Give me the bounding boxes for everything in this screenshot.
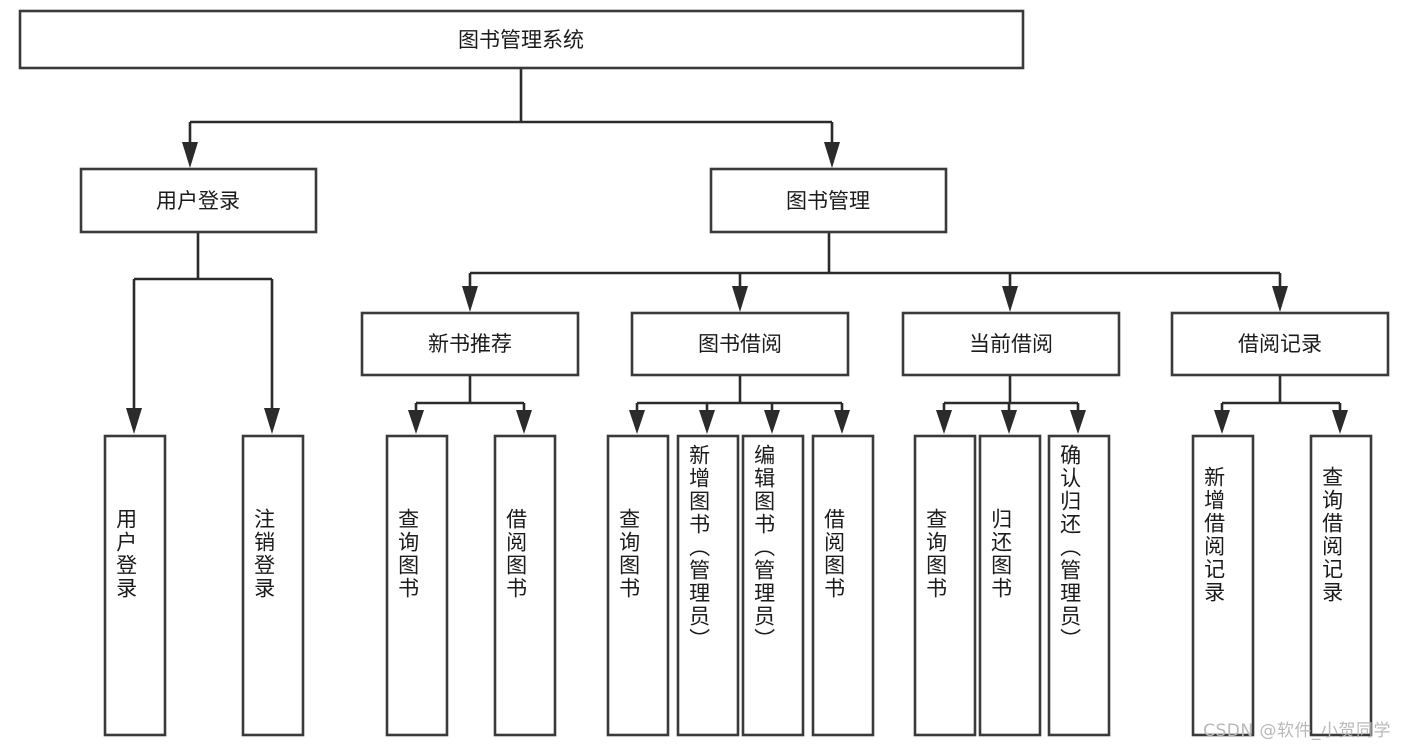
leaf-label-user-login: 用户登录 bbox=[113, 508, 138, 600]
leaf-label-return-book: 归还图书 bbox=[988, 508, 1013, 600]
node-borrow-record-label: 借阅记录 bbox=[1238, 332, 1322, 356]
leaf-box-user-login[interactable] bbox=[103, 434, 167, 737]
edge-root-to-level2 bbox=[182, 68, 840, 168]
leaf-label-add-record: 新增借阅记录 bbox=[1201, 466, 1226, 604]
leaf-box-query-book-2[interactable] bbox=[606, 434, 670, 737]
node-book-manage[interactable]: 图书管理 bbox=[709, 167, 948, 234]
edge-userlogin-to-leaves bbox=[126, 232, 280, 434]
node-current-borrow[interactable]: 当前借阅 bbox=[901, 311, 1121, 377]
edge-currentborrow-to-leaves bbox=[936, 375, 1086, 434]
leaf-label-edit-book: 编辑图书（管理员） bbox=[751, 444, 776, 651]
leaf-box-user-logout[interactable] bbox=[241, 434, 305, 737]
leaf-box-query-book-3[interactable] bbox=[913, 434, 977, 737]
node-book-borrow[interactable]: 图书借阅 bbox=[630, 311, 850, 377]
leaf-label-query-record: 查询借阅记录 bbox=[1319, 466, 1344, 604]
edge-bookmanage-to-level3 bbox=[462, 232, 1288, 312]
leaf-box-query-book-1[interactable] bbox=[385, 434, 449, 737]
leaf-box-confirm-return[interactable] bbox=[1047, 434, 1111, 737]
leaf-box-return-book[interactable] bbox=[978, 434, 1042, 737]
node-book-borrow-label: 图书借阅 bbox=[698, 332, 782, 356]
leaf-box-query-record[interactable] bbox=[1309, 434, 1373, 737]
leaf-label-user-logout: 注销登录 bbox=[251, 508, 276, 600]
leaf-label-query-book-2: 查询图书 bbox=[616, 508, 641, 600]
node-root[interactable]: 图书管理系统 bbox=[18, 9, 1025, 70]
edge-bookborrow-to-leaves bbox=[629, 375, 850, 434]
leaf-box-borrow-book-1[interactable] bbox=[493, 434, 557, 737]
leaf-label-query-book-3: 查询图书 bbox=[923, 508, 948, 600]
edge-borrowrecord-to-leaves bbox=[1214, 375, 1348, 434]
node-new-book-rec[interactable]: 新书推荐 bbox=[360, 311, 580, 377]
leaf-label-confirm-return: 确认归还（管理员） bbox=[1057, 444, 1082, 651]
node-borrow-record[interactable]: 借阅记录 bbox=[1170, 311, 1390, 377]
leaf-label-query-book-1: 查询图书 bbox=[395, 508, 420, 600]
leaf-box-add-record[interactable] bbox=[1191, 434, 1255, 737]
leaf-label-add-book: 新增图书（管理员） bbox=[686, 444, 711, 651]
leaf-box-borrow-book-2[interactable] bbox=[811, 434, 875, 737]
edge-newbook-to-leaves bbox=[408, 375, 532, 434]
node-user-login-label: 用户登录 bbox=[156, 189, 240, 213]
node-user-login[interactable]: 用户登录 bbox=[79, 167, 318, 234]
leaf-box-add-book[interactable] bbox=[676, 434, 740, 737]
node-root-label: 图书管理系统 bbox=[458, 28, 584, 52]
node-book-manage-label: 图书管理 bbox=[786, 189, 870, 213]
node-current-borrow-label: 当前借阅 bbox=[969, 332, 1053, 356]
leaf-label-borrow-book-2: 借阅图书 bbox=[821, 508, 846, 600]
leaf-label-borrow-book-1: 借阅图书 bbox=[503, 508, 528, 600]
node-new-book-rec-label: 新书推荐 bbox=[428, 332, 512, 356]
leaf-box-edit-book[interactable] bbox=[741, 434, 805, 737]
